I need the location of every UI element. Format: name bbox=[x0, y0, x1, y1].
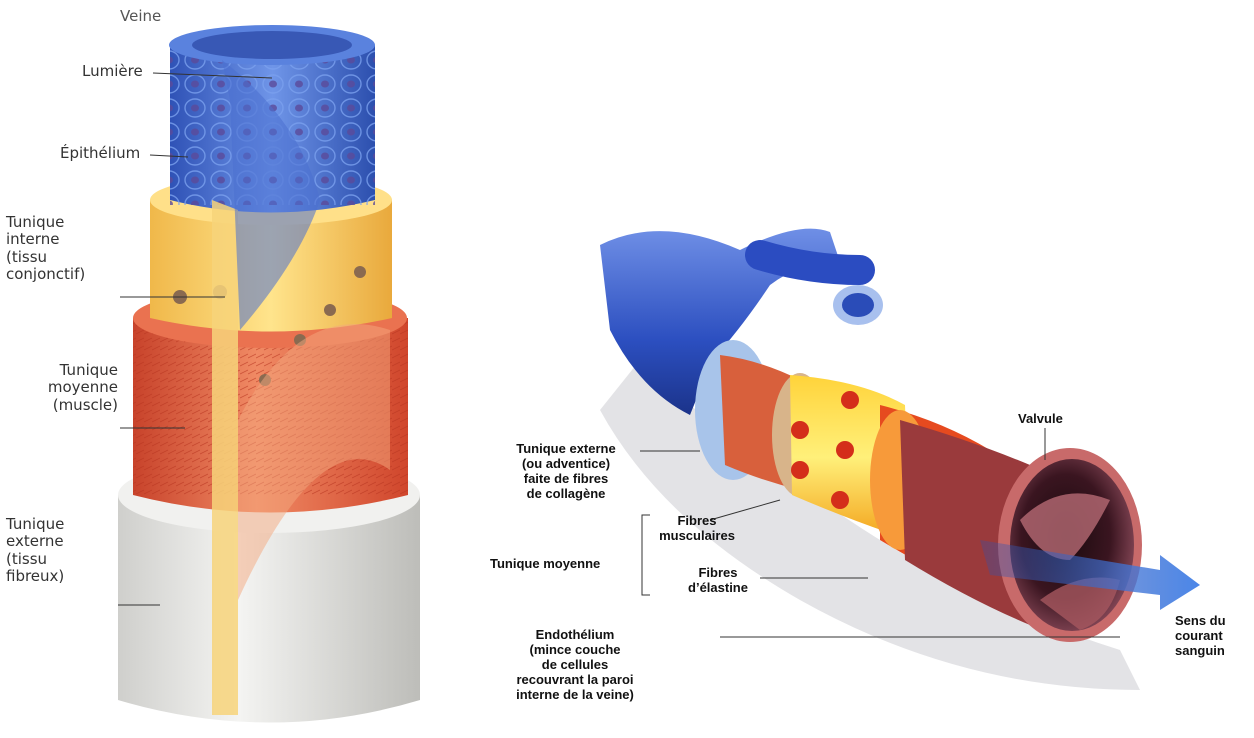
layered-vein-drawing bbox=[118, 25, 420, 723]
vein-title: Veine bbox=[120, 8, 161, 25]
label-muscle-fibers: Fibres musculaires bbox=[652, 514, 742, 544]
label-endothelium: Endothélium (mince couche de cellules re… bbox=[490, 628, 660, 703]
label-lumen: Lumière bbox=[82, 63, 143, 80]
label-epithelium: Épithélium bbox=[60, 145, 140, 162]
label-middle-tunic-group: Tunique moyenne bbox=[490, 557, 600, 572]
label-middle-tunic: Tunique moyenne (muscle) bbox=[30, 362, 118, 414]
label-valve: Valvule bbox=[1018, 412, 1063, 427]
vein-tube-drawing bbox=[600, 229, 1200, 690]
label-elastin-fibers: Fibres d’élastine bbox=[677, 566, 759, 596]
label-blood-flow: Sens du courant sanguin bbox=[1175, 614, 1226, 659]
label-outer-tunic: Tunique externe (tissu fibreux) bbox=[6, 516, 64, 585]
label-outer-tunic-adventice: Tunique externe (ou adventice) faite de … bbox=[492, 442, 640, 502]
label-inner-tunic: Tunique interne (tissu conjonctif) bbox=[6, 214, 85, 283]
